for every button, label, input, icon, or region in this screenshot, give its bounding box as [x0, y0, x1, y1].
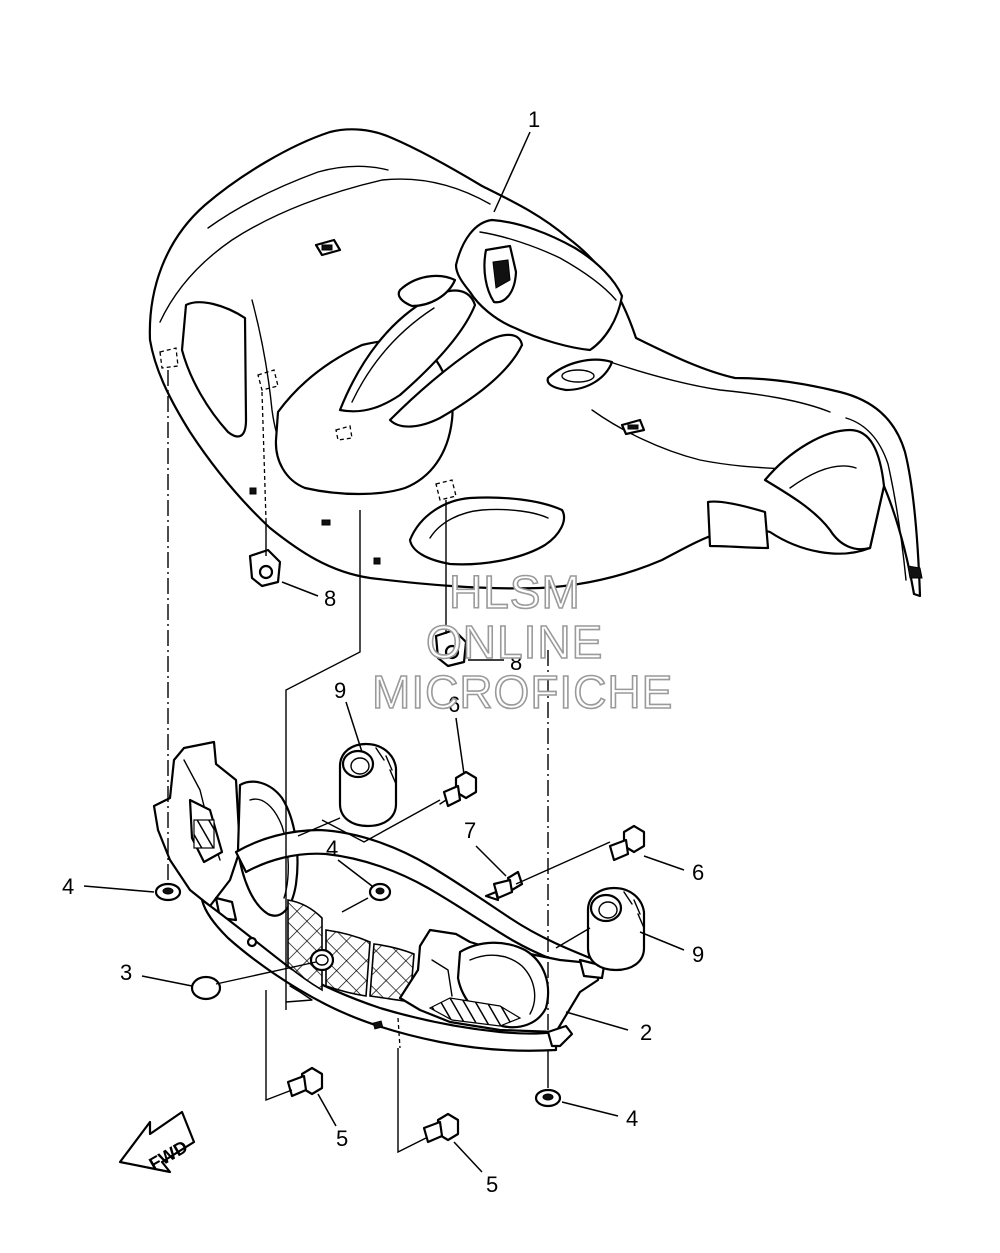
washer-lower-right [534, 1088, 562, 1108]
watermark: HLSM ONLINE MICROFICHE [371, 565, 673, 719]
callout-8-left: 8 [324, 586, 336, 611]
callout-4-lower: 4 [626, 1106, 638, 1131]
callout-labels: 1 8 8 9 6 7 4 6 4 9 3 2 4 5 5 [62, 107, 704, 1197]
watermark-line-1: HLSM [449, 566, 581, 618]
callout-1: 1 [528, 107, 540, 132]
screw-7 [484, 870, 524, 902]
callout-8-right: 8 [510, 650, 522, 675]
assembly-lines [167, 370, 611, 1154]
bolt-6-upper [439, 770, 478, 808]
callout-3: 3 [120, 960, 132, 985]
leader-lines [83, 131, 685, 1173]
callout-5-right: 5 [486, 1172, 498, 1197]
grommet-lower [586, 886, 646, 972]
watermark-line-2: ONLINE [426, 616, 603, 668]
callout-4-center: 4 [326, 836, 338, 861]
callout-6-lower: 6 [692, 860, 704, 885]
grommet-3-seat [309, 948, 335, 972]
callout-5-left: 5 [336, 1126, 348, 1151]
watermark-line-3: MICROFICHE [372, 666, 673, 718]
washer-left [154, 882, 182, 902]
callout-4-left: 4 [62, 874, 74, 899]
washer-center [368, 882, 392, 902]
cap-3 [190, 975, 222, 1001]
callout-2: 2 [640, 1020, 652, 1045]
callout-9-upper: 9 [334, 678, 346, 703]
callout-7: 7 [464, 818, 476, 843]
bolt-5-left [286, 1066, 324, 1098]
callout-9-lower: 9 [692, 942, 704, 967]
callout-6-upper: 6 [448, 692, 460, 717]
front-fender [148, 128, 923, 598]
forward-direction-arrow: FWD [118, 1110, 196, 1174]
grommet-upper [338, 742, 398, 828]
bolt-6-lower [608, 824, 646, 862]
clip-nut-left [248, 548, 282, 588]
bolt-5-right [422, 1112, 460, 1144]
clip-nut-right [434, 628, 468, 668]
front-grille-cover [152, 740, 606, 1052]
